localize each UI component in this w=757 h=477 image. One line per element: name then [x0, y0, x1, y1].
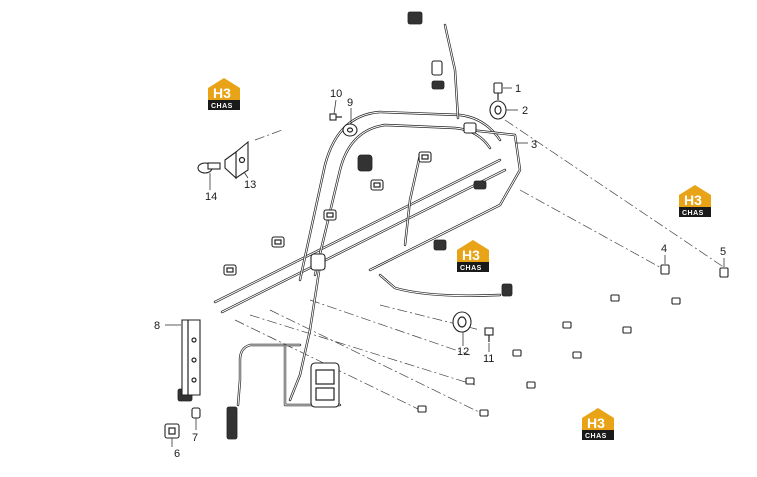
callout-2: 2	[522, 105, 528, 117]
svg-text:H3: H3	[462, 247, 480, 263]
watermark-logo-2: H3 CHAS	[679, 185, 711, 217]
watermark-logo-3: H3 CHAS	[457, 240, 489, 272]
part-10-screw	[329, 113, 342, 121]
part-5-bolt	[719, 267, 729, 278]
part-6-connector	[164, 423, 180, 439]
callout-11: 11	[483, 353, 494, 365]
callout-3: 3	[531, 139, 537, 151]
injector-connectors	[177, 11, 513, 440]
svg-text:CHAS: CHAS	[460, 265, 482, 272]
watermark-logo-1: H3 CHAS	[208, 78, 240, 110]
callout-10: 10	[330, 88, 342, 100]
callout-12: 12	[457, 346, 469, 358]
callout-4: 4	[661, 243, 667, 255]
harness-frame	[213, 23, 522, 407]
part-12-clamp	[452, 311, 472, 333]
part-14-bolt	[197, 162, 221, 174]
part-13-bracket	[224, 140, 249, 180]
callout-13: 13	[244, 179, 256, 191]
callout-7: 7	[192, 432, 198, 444]
svg-text:CHAS: CHAS	[682, 210, 704, 217]
part-7-clip	[191, 407, 201, 419]
svg-text:H3: H3	[213, 85, 231, 101]
svg-text:H3: H3	[684, 192, 702, 208]
svg-text:H3: H3	[587, 415, 605, 431]
callout-6: 6	[174, 448, 180, 460]
watermark-logo-4: H3 CHAS	[582, 408, 614, 440]
callout-9: 9	[347, 97, 353, 109]
part-9-clip	[342, 123, 358, 137]
fasteners	[417, 294, 681, 417]
callout-14: 14	[205, 191, 217, 203]
callout-1: 1	[515, 83, 521, 95]
part-2-grommet	[489, 100, 507, 120]
part-11-bolt	[484, 327, 494, 342]
callout-5: 5	[720, 246, 726, 258]
part-4-bolt	[660, 264, 670, 275]
svg-text:CHAS: CHAS	[585, 433, 607, 440]
callout-labels: 1 2 3 4 5 6 7 8 9 10 11 12 13 14	[154, 83, 726, 460]
part-8-bracket	[181, 319, 201, 396]
part-1-bolt	[493, 82, 503, 100]
leader-lines	[165, 87, 725, 447]
callout-8: 8	[154, 320, 160, 332]
svg-text:CHAS: CHAS	[211, 103, 233, 110]
